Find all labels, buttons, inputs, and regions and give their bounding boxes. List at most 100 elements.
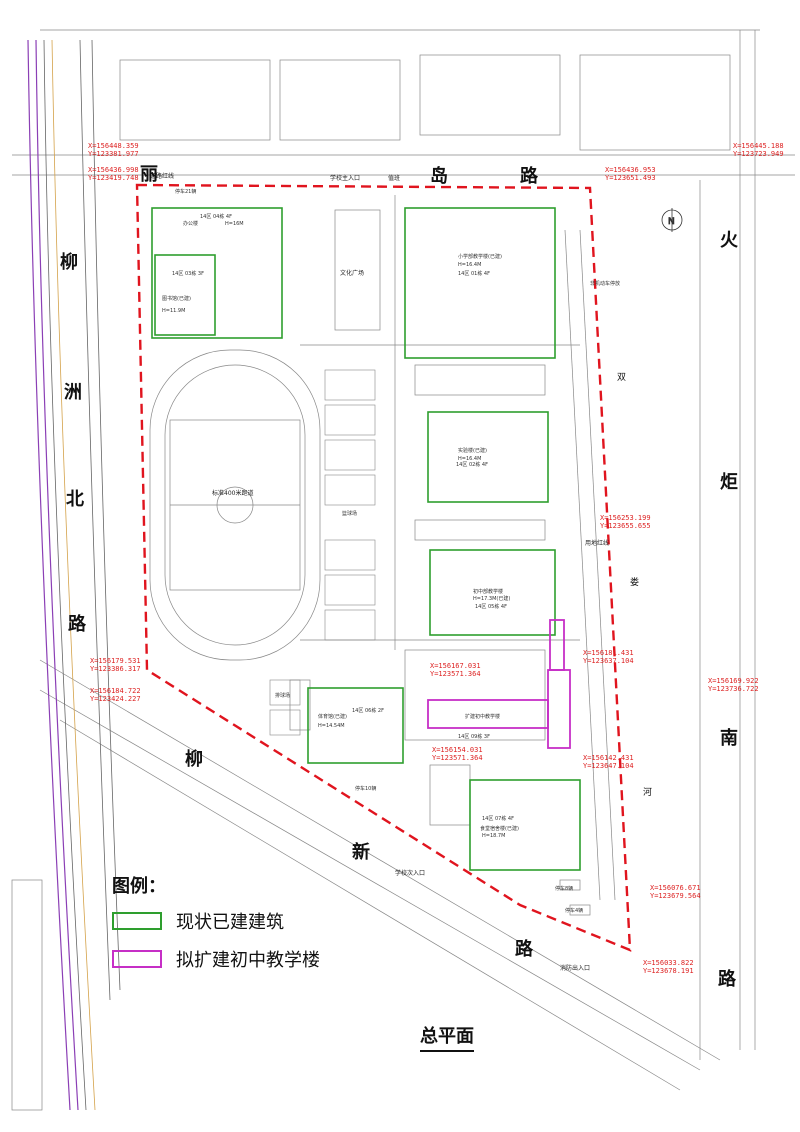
- svg-text:小学部教学楼(已建): 小学部教学楼(已建): [458, 253, 502, 260]
- svg-text:X=156445.188: X=156445.188: [733, 142, 784, 150]
- svg-text:14区 06栋 2F: 14区 06栋 2F: [352, 707, 384, 714]
- svg-text:图书馆(已建): 图书馆(已建): [162, 295, 191, 302]
- svg-text:X=156448.359: X=156448.359: [88, 142, 139, 150]
- svg-text:X=156154.031: X=156154.031: [432, 746, 483, 754]
- road-huo-ju-nan-4: 路: [718, 969, 736, 990]
- svg-text:X=156181.431: X=156181.431: [583, 649, 634, 657]
- svg-text:篮球场: 篮球场: [342, 510, 357, 517]
- legend-title: 图例：: [112, 876, 166, 897]
- site-boundary-red-line: [135, 183, 632, 952]
- svg-text:用地红线: 用地红线: [585, 539, 609, 547]
- legend-label-existing: 现状已建建筑: [176, 912, 284, 933]
- svg-text:文化广场: 文化广场: [340, 269, 364, 277]
- svg-text:Y=123571.364: Y=123571.364: [430, 670, 481, 678]
- road-liu-zhou-bei-1: 柳: [60, 252, 78, 273]
- svg-text:X=156436.998: X=156436.998: [88, 166, 139, 174]
- svg-text:H=11.9M: H=11.9M: [162, 308, 185, 314]
- svg-text:X=156179.531: X=156179.531: [90, 657, 141, 665]
- svg-text:排球场: 排球场: [275, 692, 290, 699]
- svg-text:食堂宿舍楼(已建): 食堂宿舍楼(已建): [480, 825, 519, 832]
- svg-text:扩建初中教学楼: 扩建初中教学楼: [465, 713, 500, 720]
- river-3: 河: [643, 788, 653, 798]
- svg-text:H=16M: H=16M: [225, 221, 244, 227]
- gym-building: [307, 687, 404, 764]
- svg-text:实验楼(已建): 实验楼(已建): [458, 447, 487, 454]
- drawing-title: 总平面: [420, 1022, 474, 1052]
- svg-text:办公楼: 办公楼: [183, 220, 198, 227]
- svg-text:H=16.4M: H=16.4M: [458, 456, 481, 462]
- svg-text:Y=123386.317: Y=123386.317: [90, 665, 141, 673]
- svg-text:道路红线: 道路红线: [150, 172, 174, 180]
- plan-labels: 学校主入口 值班 道路红线 用地红线 文化广场 标准400米跑道 学校次入口 消…: [150, 172, 620, 972]
- svg-text:Y=123678.191: Y=123678.191: [643, 967, 694, 975]
- road-huo-ju-nan-3: 南: [720, 728, 738, 749]
- canteen-building: [469, 779, 581, 871]
- svg-text:H=14.54M: H=14.54M: [318, 723, 345, 729]
- svg-text:停车21辆: 停车21辆: [175, 188, 196, 195]
- svg-text:Y=123655.655: Y=123655.655: [600, 522, 651, 530]
- svg-text:停车8辆: 停车8辆: [555, 885, 573, 892]
- legend-swatch-existing: [112, 912, 162, 930]
- svg-text:Y=123736.722: Y=123736.722: [708, 685, 759, 693]
- road-li-dao-3: 路: [520, 166, 538, 187]
- legend-swatch-extension: [112, 950, 162, 968]
- road-liu-xin-1: 柳: [185, 749, 203, 770]
- courts: [269, 369, 376, 736]
- legend-item-existing: 现状已建建筑: [112, 908, 320, 934]
- svg-text:X=156033.822: X=156033.822: [643, 959, 694, 967]
- svg-text:学校主入口: 学校主入口: [330, 174, 360, 182]
- road-huo-ju-nan-1: 火: [720, 230, 738, 251]
- road-li-dao-1: 丽: [140, 164, 158, 185]
- road-liu-zhou-bei-3: 北: [66, 489, 84, 510]
- river-2: 娄: [630, 578, 640, 588]
- svg-text:Y=123637.104: Y=123637.104: [583, 657, 634, 665]
- svg-text:Y=123647.104: Y=123647.104: [583, 762, 634, 770]
- existing-buildings: [151, 207, 581, 871]
- svg-text:N: N: [668, 217, 675, 227]
- lab-building: [427, 411, 549, 503]
- svg-text:初中部教学楼: 初中部教学楼: [473, 588, 503, 595]
- road-liu-xin-2: 新: [352, 842, 370, 863]
- north-arrow-icon: N: [661, 208, 683, 232]
- svg-text:14区 03栋 3F: 14区 03栋 3F: [172, 270, 204, 277]
- svg-text:X=156169.922: X=156169.922: [708, 677, 759, 685]
- svg-text:X=156076.671: X=156076.671: [650, 884, 701, 892]
- svg-text:X=156436.953: X=156436.953: [605, 166, 656, 174]
- primary-school-building: [404, 207, 556, 359]
- svg-text:Y=123679.564: Y=123679.564: [650, 892, 701, 900]
- svg-text:H=17.3M(已建): H=17.3M(已建): [473, 595, 510, 602]
- svg-text:14区 01栋 4F: 14区 01栋 4F: [458, 270, 490, 277]
- svg-text:Y=123381.977: Y=123381.977: [88, 150, 139, 158]
- internal-layout: [149, 195, 616, 916]
- svg-text:Y=123723.949: Y=123723.949: [733, 150, 784, 158]
- svg-text:14区 05栋 4F: 14区 05栋 4F: [475, 603, 507, 610]
- svg-text:X=156253.199: X=156253.199: [600, 514, 651, 522]
- road-liu-zhou-bei-2: 洲: [64, 382, 82, 403]
- svg-text:14区 04栋 4F: 14区 04栋 4F: [200, 213, 232, 220]
- svg-text:14区 09栋 3F: 14区 09栋 3F: [458, 733, 490, 740]
- svg-text:14区 07栋 4F: 14区 07栋 4F: [482, 815, 514, 822]
- extension-building: [427, 619, 571, 749]
- library-building: [154, 254, 216, 336]
- highway-lines: [27, 39, 121, 1111]
- svg-text:X=156184.722: X=156184.722: [90, 687, 141, 695]
- river-1: 双: [617, 373, 627, 383]
- svg-text:值班: 值班: [388, 174, 400, 182]
- svg-text:体育馆(已建): 体育馆(已建): [318, 713, 347, 720]
- svg-text:消防出入口: 消防出入口: [560, 964, 590, 972]
- road-liu-zhou-bei-4: 路: [68, 614, 86, 635]
- legend-label-extension: 拟扩建初中教学楼: [176, 950, 320, 971]
- middle-school-building: [429, 549, 556, 636]
- svg-text:X=156167.031: X=156167.031: [430, 662, 481, 670]
- road-liu-xin-3: 路: [515, 939, 533, 960]
- svg-text:14区 02栋 4F: 14区 02栋 4F: [456, 461, 488, 468]
- svg-text:Y=123571.364: Y=123571.364: [432, 754, 483, 762]
- svg-text:停车4辆: 停车4辆: [565, 907, 583, 914]
- svg-text:H=16.4M: H=16.4M: [458, 262, 481, 268]
- svg-text:H=18.7M: H=18.7M: [482, 833, 505, 839]
- svg-text:标准400米跑道: 标准400米跑道: [212, 489, 253, 497]
- svg-text:X=156142.431: X=156142.431: [583, 754, 634, 762]
- svg-text:学校次入口: 学校次入口: [395, 869, 425, 877]
